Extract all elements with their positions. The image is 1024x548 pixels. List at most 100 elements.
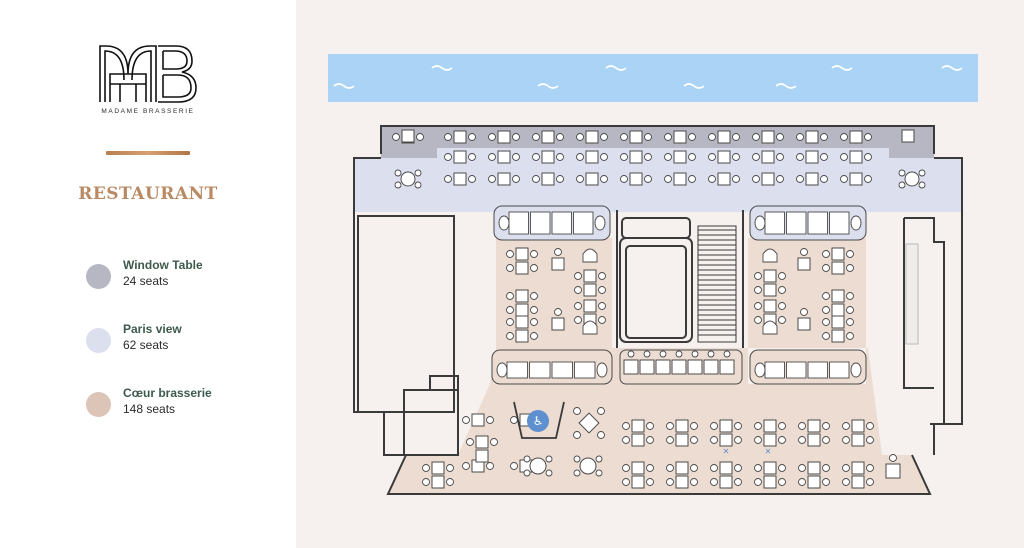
table[interactable] bbox=[763, 283, 777, 297]
table[interactable] bbox=[585, 130, 599, 144]
table[interactable] bbox=[431, 461, 445, 475]
table[interactable] bbox=[719, 475, 733, 489]
table[interactable] bbox=[497, 150, 511, 164]
table[interactable] bbox=[717, 172, 731, 186]
round-table[interactable] bbox=[529, 457, 547, 475]
table[interactable] bbox=[578, 412, 600, 434]
table[interactable] bbox=[761, 130, 775, 144]
table[interactable] bbox=[901, 129, 915, 143]
table[interactable] bbox=[807, 419, 821, 433]
table[interactable] bbox=[687, 359, 703, 375]
table[interactable] bbox=[719, 433, 733, 447]
table[interactable] bbox=[453, 150, 467, 164]
table[interactable] bbox=[675, 419, 689, 433]
table[interactable] bbox=[851, 419, 865, 433]
table[interactable] bbox=[515, 247, 529, 261]
table[interactable] bbox=[583, 269, 597, 283]
table[interactable] bbox=[763, 461, 777, 475]
round-table[interactable] bbox=[400, 171, 416, 187]
table[interactable] bbox=[631, 461, 645, 475]
table[interactable] bbox=[623, 359, 639, 375]
table[interactable] bbox=[761, 150, 775, 164]
table[interactable] bbox=[655, 359, 671, 375]
table[interactable] bbox=[541, 150, 555, 164]
table[interactable] bbox=[851, 433, 865, 447]
table[interactable] bbox=[831, 315, 845, 329]
table[interactable] bbox=[719, 419, 733, 433]
table[interactable] bbox=[471, 413, 485, 427]
table[interactable] bbox=[673, 172, 687, 186]
table[interactable] bbox=[631, 419, 645, 433]
table[interactable] bbox=[453, 130, 467, 144]
table[interactable] bbox=[629, 150, 643, 164]
table[interactable] bbox=[849, 172, 863, 186]
table[interactable] bbox=[831, 329, 845, 343]
table[interactable] bbox=[807, 433, 821, 447]
table[interactable] bbox=[703, 359, 719, 375]
table[interactable] bbox=[551, 317, 565, 331]
table[interactable] bbox=[515, 289, 529, 303]
table[interactable] bbox=[551, 257, 565, 271]
accessible-area[interactable]: ♿ bbox=[513, 401, 565, 439]
table[interactable] bbox=[629, 172, 643, 186]
table[interactable] bbox=[763, 269, 777, 283]
table[interactable] bbox=[673, 130, 687, 144]
table[interactable] bbox=[515, 303, 529, 317]
table[interactable] bbox=[675, 475, 689, 489]
zone-paris-view[interactable] bbox=[354, 148, 962, 212]
round-table[interactable] bbox=[579, 457, 597, 475]
table[interactable] bbox=[717, 150, 731, 164]
table[interactable] bbox=[763, 299, 777, 313]
table[interactable] bbox=[475, 449, 489, 463]
table[interactable] bbox=[541, 130, 555, 144]
table[interactable] bbox=[719, 461, 733, 475]
table[interactable] bbox=[717, 130, 731, 144]
table[interactable] bbox=[583, 283, 597, 297]
table[interactable] bbox=[585, 172, 599, 186]
table[interactable] bbox=[475, 435, 489, 449]
table[interactable] bbox=[515, 261, 529, 275]
table[interactable] bbox=[675, 461, 689, 475]
table[interactable] bbox=[431, 475, 445, 489]
table[interactable] bbox=[831, 247, 845, 261]
legend-item-window-table[interactable]: Window Table 24 seats bbox=[86, 258, 286, 294]
table[interactable] bbox=[805, 150, 819, 164]
table[interactable] bbox=[851, 461, 865, 475]
table[interactable] bbox=[639, 359, 655, 375]
legend-item-coeur-brasserie[interactable]: Cœur brasserie 148 seats bbox=[86, 386, 286, 422]
table[interactable] bbox=[763, 475, 777, 489]
table[interactable] bbox=[805, 130, 819, 144]
table[interactable] bbox=[453, 172, 467, 186]
table[interactable] bbox=[497, 130, 511, 144]
table[interactable] bbox=[763, 419, 777, 433]
table[interactable] bbox=[805, 172, 819, 186]
table[interactable] bbox=[849, 130, 863, 144]
table[interactable] bbox=[675, 433, 689, 447]
table[interactable] bbox=[629, 130, 643, 144]
legend-item-paris-view[interactable]: Paris view 62 seats bbox=[86, 322, 286, 358]
table[interactable] bbox=[797, 317, 811, 331]
table[interactable] bbox=[831, 289, 845, 303]
table[interactable] bbox=[631, 433, 645, 447]
table[interactable] bbox=[761, 172, 775, 186]
table[interactable] bbox=[807, 475, 821, 489]
round-table[interactable] bbox=[904, 171, 920, 187]
table[interactable] bbox=[497, 172, 511, 186]
table[interactable] bbox=[671, 359, 687, 375]
table[interactable] bbox=[763, 433, 777, 447]
table[interactable] bbox=[797, 257, 811, 271]
table[interactable] bbox=[631, 475, 645, 489]
table[interactable] bbox=[807, 461, 821, 475]
table[interactable] bbox=[885, 463, 901, 479]
table[interactable] bbox=[831, 303, 845, 317]
table[interactable] bbox=[401, 129, 415, 143]
table[interactable] bbox=[831, 261, 845, 275]
table[interactable] bbox=[515, 315, 529, 329]
table[interactable] bbox=[515, 329, 529, 343]
table[interactable] bbox=[851, 475, 865, 489]
table[interactable] bbox=[585, 150, 599, 164]
table[interactable] bbox=[541, 172, 555, 186]
table[interactable] bbox=[719, 359, 735, 375]
table[interactable] bbox=[849, 150, 863, 164]
table[interactable] bbox=[583, 299, 597, 313]
